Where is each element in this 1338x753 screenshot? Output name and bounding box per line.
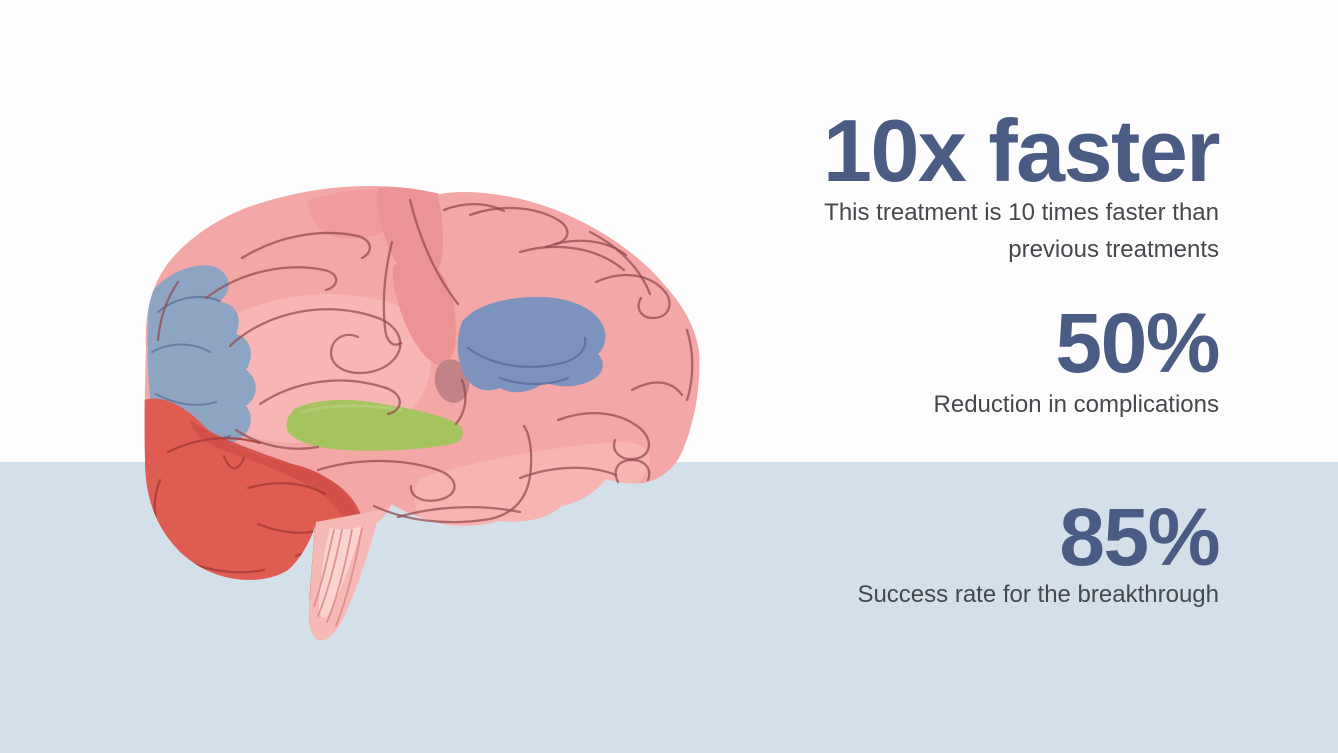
stat-10x-description: This treatment is 10 times faster than p… bbox=[824, 194, 1219, 268]
stat-50-percent: 50% bbox=[1055, 296, 1220, 390]
brain-stem bbox=[309, 508, 390, 641]
hippocampus-region bbox=[286, 399, 463, 451]
stat-10x-faster: 10x faster bbox=[823, 101, 1220, 200]
central-sulcus-band bbox=[308, 187, 456, 365]
stat-description: Success rate for the breakthrough bbox=[857, 581, 1219, 608]
stat-value: 10x faster bbox=[823, 101, 1220, 200]
stat-description: This treatment is 10 times faster than p… bbox=[824, 199, 1219, 263]
brain-folds bbox=[156, 198, 694, 524]
stat-50-description: Reduction in complications bbox=[934, 386, 1219, 423]
stat-85-description: Success rate for the breakthrough bbox=[857, 576, 1219, 613]
stat-value: 85% bbox=[1059, 492, 1220, 583]
temporal-blue-region bbox=[457, 296, 606, 393]
stat-value: 50% bbox=[1055, 296, 1220, 390]
stat-description: Reduction in complications bbox=[933, 391, 1219, 418]
amygdala-region bbox=[434, 359, 470, 403]
stat-85-percent: 85% bbox=[1059, 492, 1220, 583]
